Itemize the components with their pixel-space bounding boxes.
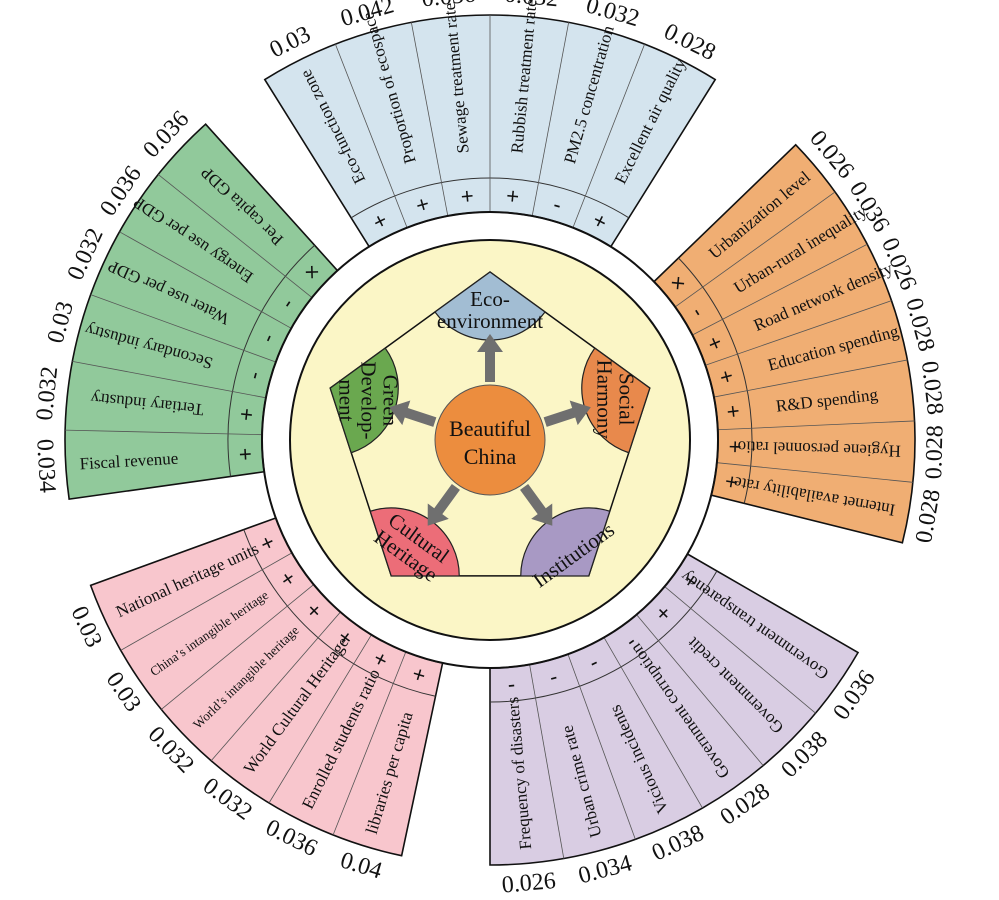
dimension-name-line: Develop- <box>356 361 380 439</box>
dimension-name-line: environment <box>437 309 543 333</box>
indicator-divider <box>157 174 313 298</box>
indicator-divider <box>90 294 276 363</box>
center-title-line2: China <box>464 444 517 469</box>
dimension-shapes: Eco-environmentSocialHarmonyInstitutions… <box>329 271 651 592</box>
arrow-eco <box>477 334 503 382</box>
indicator-weight: 0.026 <box>501 868 557 895</box>
arrow-green <box>389 400 437 427</box>
indicator-weight: 0.034 <box>576 850 635 889</box>
indicator-divider <box>713 359 908 398</box>
indicator-sign: - <box>507 671 516 697</box>
indicator-divider <box>161 584 314 710</box>
outer-ring <box>261 211 719 669</box>
center-circle <box>434 384 546 496</box>
indicator-label: Hygiene personnel ratio <box>737 437 901 460</box>
indicator-sign: + <box>722 440 747 454</box>
indicator-sign: + <box>505 183 520 209</box>
indicator-divider <box>65 429 263 436</box>
indicator-divider <box>572 43 645 228</box>
indicator-divider <box>705 300 892 366</box>
indicator-divider <box>120 552 293 651</box>
indicator-divider <box>716 462 913 483</box>
indicator-weight: 0.028 <box>911 487 946 545</box>
indicator-weight: 0.03 <box>43 299 79 346</box>
dimension-name-line: ment <box>334 379 358 421</box>
indicator-weight: 0.034 <box>31 438 60 493</box>
indicator-divider <box>529 664 565 859</box>
indicator-divider <box>717 420 915 431</box>
indicator-divider <box>335 43 408 228</box>
indicator-weight: 0.028 <box>921 425 948 480</box>
indicator-divider <box>268 634 372 804</box>
dimension-name-line: Eco- <box>470 287 510 311</box>
indicator-sectors <box>64 14 916 866</box>
indicator-weight: 0.028 <box>900 295 939 354</box>
arrow-cult <box>427 483 460 526</box>
arrow-social <box>543 400 591 427</box>
indicator-divider <box>664 586 816 714</box>
indicator-divider <box>692 243 868 336</box>
indicator-weight: 0.032 <box>32 365 64 421</box>
indicator-weight: 0.04 <box>337 847 385 884</box>
indicator-sign: + <box>720 404 746 420</box>
indicator-divider <box>636 614 764 766</box>
indicator-sign: + <box>460 183 475 209</box>
center-title-line1: Beautiful <box>449 416 531 441</box>
indicator-sign: + <box>233 407 259 422</box>
sign-band-social <box>678 257 753 504</box>
dimension-name-line: Harmony <box>593 360 617 440</box>
indicator-divider <box>210 611 341 762</box>
dimension-name-line: Social <box>615 373 639 426</box>
indicator-divider <box>410 22 449 217</box>
indicator-divider <box>72 360 267 399</box>
arrows <box>389 334 591 526</box>
indicator-divider <box>531 22 570 217</box>
arrow-inst <box>520 483 553 526</box>
indicator-divider <box>332 651 407 836</box>
indicator-weight: 0.028 <box>916 360 948 417</box>
indicator-divider <box>603 637 703 809</box>
indicator-divider <box>674 191 836 308</box>
indicator-divider <box>567 654 636 840</box>
indicator-divider <box>119 231 292 329</box>
indicator-sign: + <box>713 367 740 386</box>
indicator-sign: + <box>233 447 259 461</box>
indicator-sign: + <box>718 473 745 490</box>
